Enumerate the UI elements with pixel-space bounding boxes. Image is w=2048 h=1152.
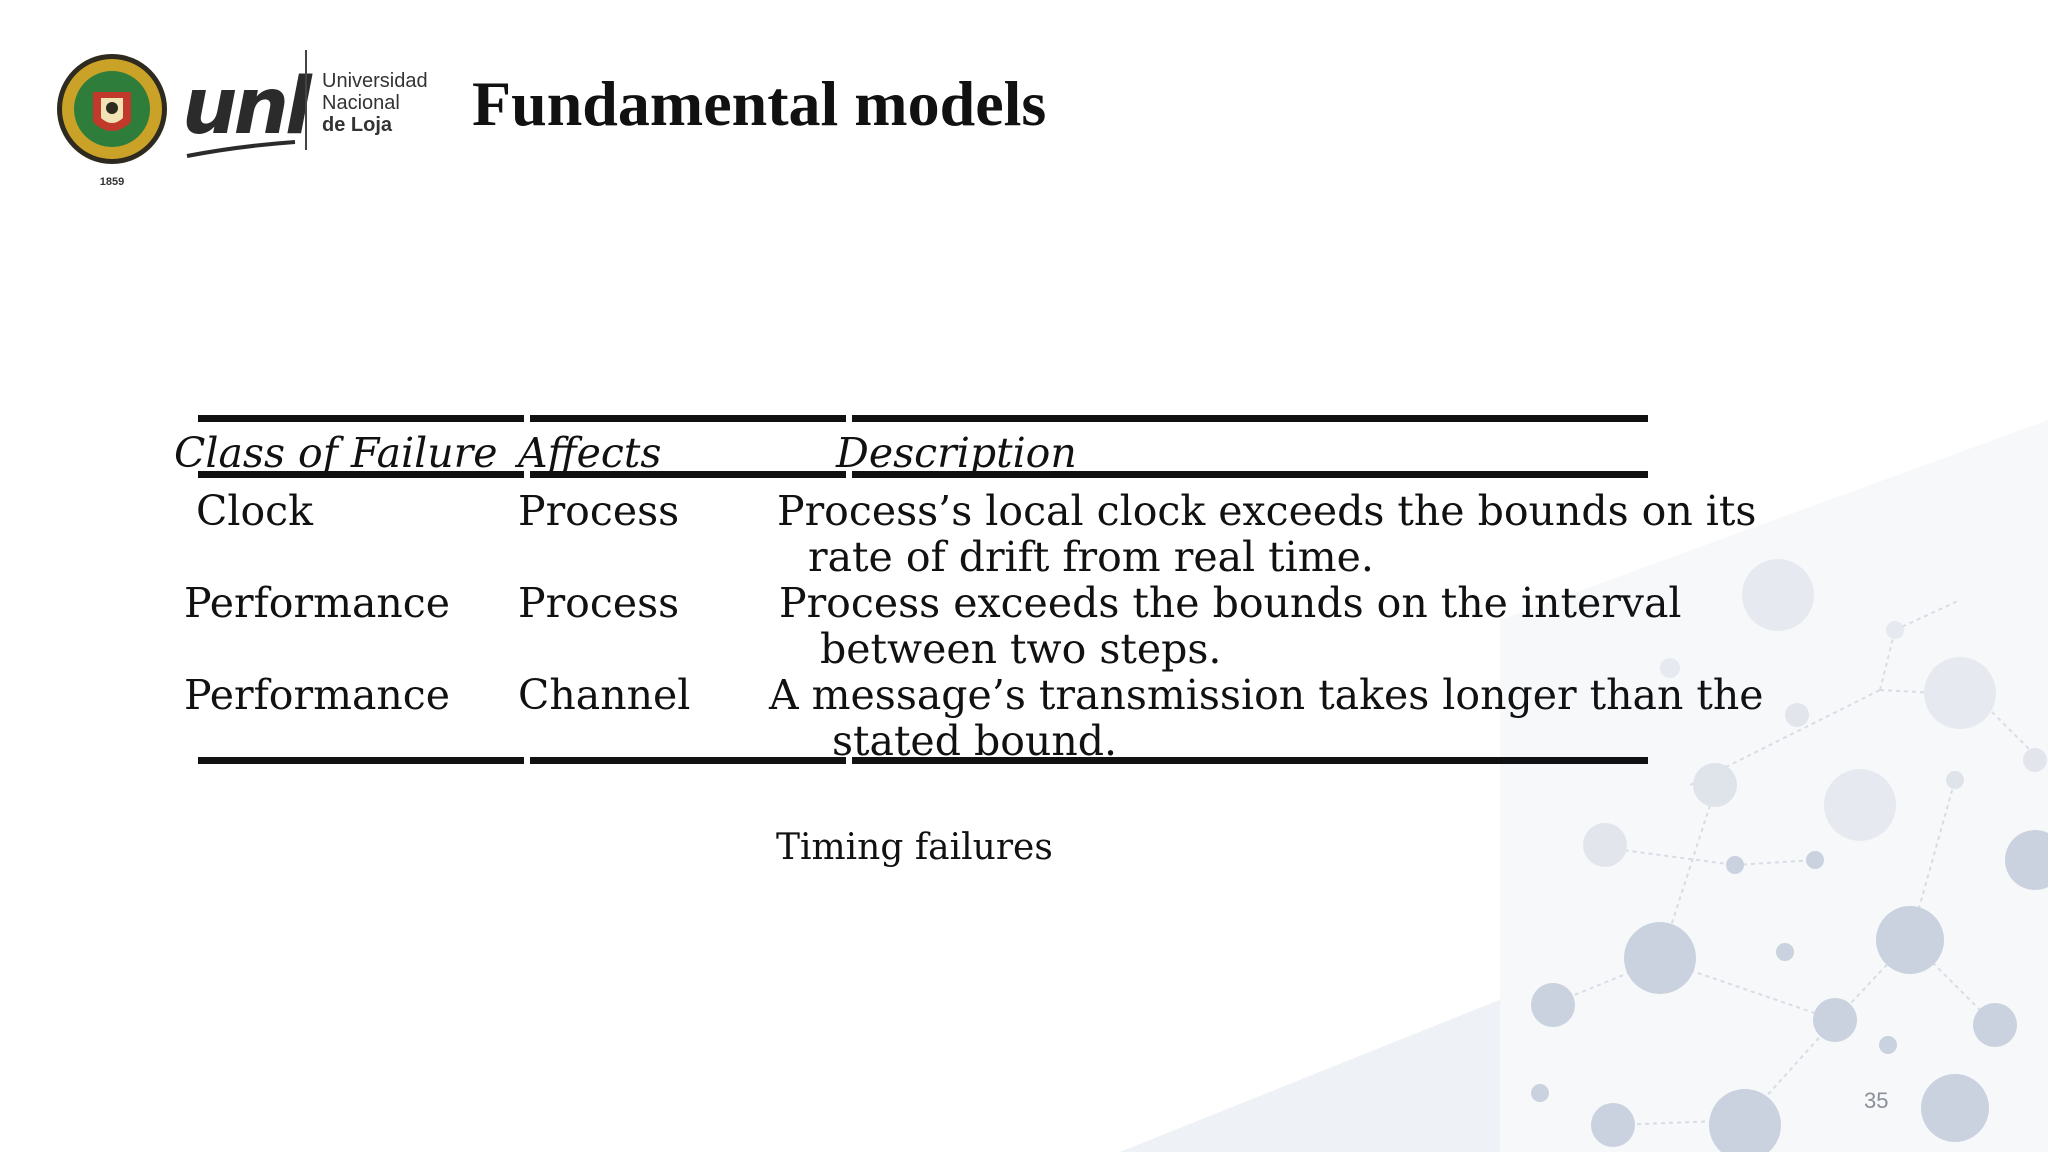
header-class-of-failure: Class of Failure [174, 429, 498, 477]
row-2-affects: Process [518, 579, 680, 627]
table-caption: Timing failures [776, 827, 1053, 868]
university-seal-icon: 1859 [57, 54, 167, 188]
row-1-affects: Process [518, 487, 680, 535]
university-name-line-3: de Loja [322, 114, 393, 136]
row-2-description-line-1: Process exceeds the bounds on the interv… [779, 579, 1682, 627]
table-bottom-rule-col3 [852, 757, 1648, 764]
slide-title: Fundamental models [472, 68, 1047, 139]
table-bottom-rule-col2 [530, 757, 846, 764]
table-top-rule-col2 [530, 415, 846, 422]
university-logo: 1859 unl Universidad Nacional de Loja [55, 48, 435, 188]
wordmark-underline-icon [186, 140, 296, 158]
table-top-rule-col3 [852, 415, 1648, 422]
university-name-line-1: Universidad [322, 70, 428, 92]
header-affects: Affects [518, 429, 662, 477]
unl-wordmark: unl [182, 62, 312, 152]
table-header-rule-col1 [198, 471, 524, 478]
table-header-rule-col2 [530, 471, 846, 478]
row-1-description-line-1: Process’s local clock exceeds the bounds… [777, 487, 1757, 535]
row-1-description-line-2: rate of drift from real time. [808, 533, 1374, 581]
university-name: Universidad Nacional de Loja [322, 70, 428, 136]
table-top-rule-col1 [198, 415, 524, 422]
table-header-rule-col3 [852, 471, 1648, 478]
university-name-line-2: Nacional [322, 92, 400, 114]
row-3-description-line-1: A message’s transmission takes longer th… [769, 671, 1764, 719]
header-description: Description [836, 429, 1077, 477]
row-2-description-line-2: between two steps. [820, 625, 1222, 673]
row-3-class: Performance [184, 671, 451, 719]
page-number: 35 [1864, 1088, 1889, 1113]
row-2-class: Performance [184, 579, 451, 627]
logo-divider [305, 50, 307, 150]
row-3-description-line-2: stated bound. [832, 717, 1117, 765]
seal-year: 1859 [100, 176, 124, 188]
table-bottom-rule-col1 [198, 757, 524, 764]
row-1-class: Clock [196, 487, 313, 535]
row-3-affects: Channel [518, 671, 691, 719]
